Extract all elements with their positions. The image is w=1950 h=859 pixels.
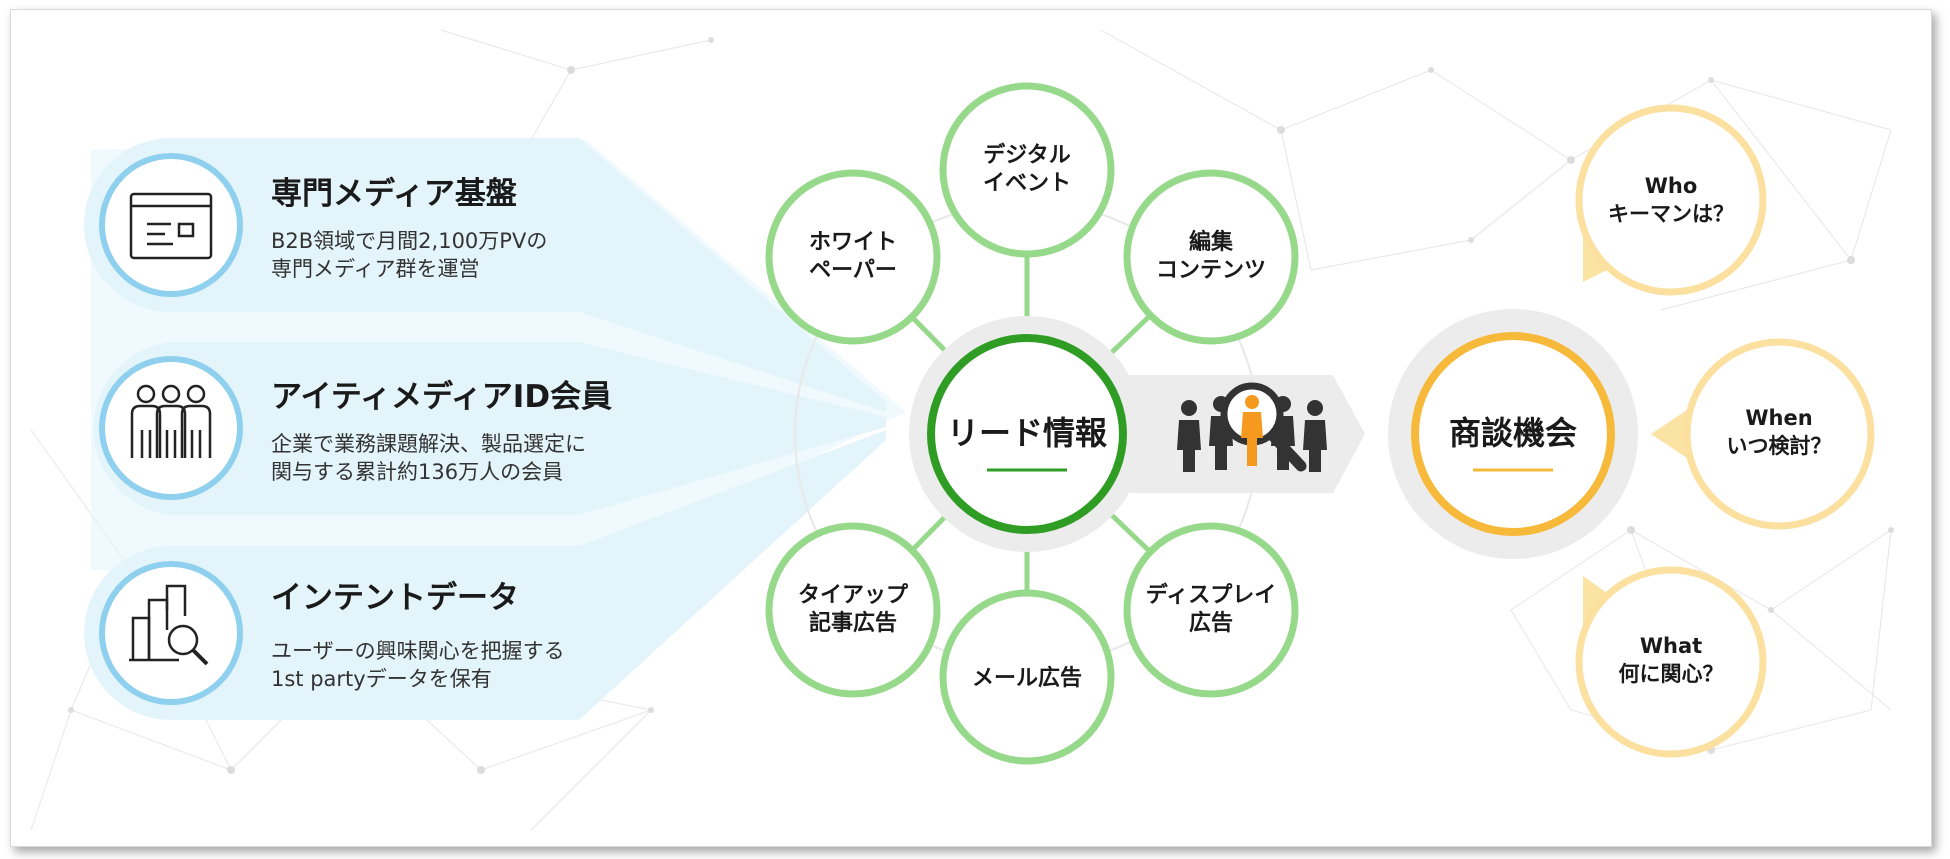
- satellite-display-ads: ディスプレイ 広告: [1123, 522, 1299, 698]
- question-label: いつ検討？: [1727, 434, 1832, 458]
- diagram-frame: 専門メディア基盤 B2B領域で月間2,100万PVの 専門メディア群を運営 アイ…: [10, 9, 1932, 847]
- satellite-label: 編集: [1189, 229, 1234, 255]
- card-media-platform: 専門メディア基盤 B2B領域で月間2,100万PVの 専門メディア群を運営: [84, 138, 886, 412]
- satellite-tieup-articles: タイアップ 記事広告: [765, 522, 941, 698]
- question-label: Who: [1645, 174, 1698, 198]
- chart-magnifier-icon: [129, 584, 209, 666]
- card-desc-line: 1st partyデータを保有: [271, 667, 492, 691]
- question-label: When: [1745, 406, 1812, 430]
- opportunity-label: 商談機会: [1449, 414, 1577, 452]
- question-label: What: [1640, 634, 1702, 658]
- satellite-email-ads: メール広告: [939, 589, 1115, 765]
- card-intent-data: インテントデータ ユーザーの興味関心を把握する 1st partyデータを保有: [84, 430, 887, 720]
- card-desc-line: ユーザーの興味関心を把握する: [271, 639, 565, 663]
- people-magnifier-icon: [1177, 382, 1327, 472]
- satellite-white-paper: ホワイト ペーパー: [765, 169, 941, 345]
- satellite-label: ペーパー: [809, 258, 897, 283]
- hub-label: リード情報: [947, 414, 1107, 452]
- card-desc-line: 関与する累計約136万人の会員: [271, 460, 563, 484]
- card-band: [84, 138, 886, 412]
- satellite-label: ホワイト: [809, 230, 897, 255]
- card-desc-line: B2B領域で月間2,100万PVの: [271, 229, 547, 253]
- browser-window-icon: [129, 192, 213, 260]
- satellite-label: イベント: [983, 171, 1071, 196]
- lead-hub: リード情報: [927, 334, 1127, 534]
- satellite-label: タイアップ: [798, 583, 909, 608]
- card-title: インテントデータ: [271, 580, 519, 616]
- question-label: 何に関心？: [1619, 662, 1724, 686]
- satellite-label: 広告: [1189, 610, 1233, 636]
- card-band: [93, 342, 886, 515]
- satellite-label: 記事広告: [809, 610, 897, 636]
- card-band: [84, 430, 887, 720]
- question-who: Who キーマンは？: [1575, 104, 1767, 296]
- satellite-digital-event: デジタル イベント: [939, 82, 1115, 258]
- satellite-label: コンテンツ: [1156, 258, 1266, 283]
- card-title: 専門メディア基盤: [271, 176, 517, 212]
- satellite-label: メール広告: [972, 665, 1082, 691]
- question-what: What 何に関心？: [1575, 566, 1767, 758]
- satellite-label: ディスプレイ: [1146, 582, 1276, 608]
- diagram-canvas: 専門メディア基盤 B2B領域で月間2,100万PVの 専門メディア群を運営 アイ…: [30, 29, 1894, 831]
- question-when: When いつ検討？: [1651, 338, 1875, 530]
- card-title: アイティメディアID会員: [271, 379, 612, 415]
- satellite-editorial-content: 編集 コンテンツ: [1123, 169, 1299, 345]
- card-member-id: アイティメディアID会員 企業で業務課題解決、製品選定に 関与する累計約136万…: [93, 342, 886, 515]
- card-desc-line: 企業で業務課題解決、製品選定に: [271, 432, 586, 456]
- question-label: キーマンは？: [1608, 202, 1734, 226]
- members-group-icon: [130, 384, 212, 458]
- satellite-label: デジタル: [983, 142, 1071, 168]
- opportunity-node: 商談機会: [1411, 332, 1615, 536]
- card-desc-line: 専門メディア群を運営: [271, 257, 480, 281]
